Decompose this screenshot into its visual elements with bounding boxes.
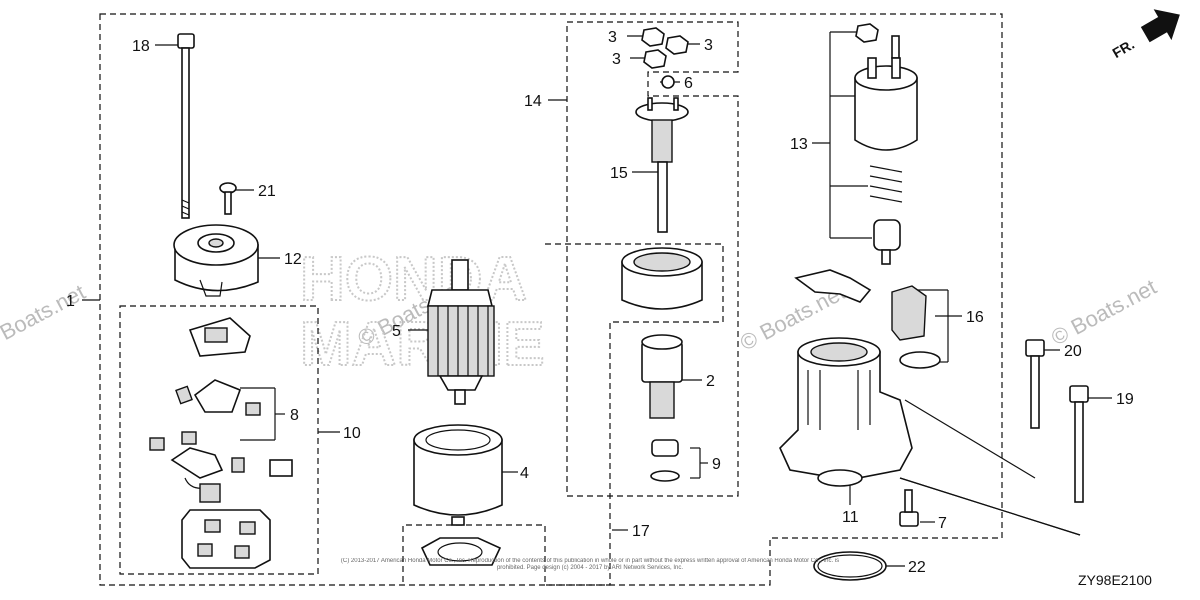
- callout-14: 14: [524, 93, 542, 110]
- callout-15: 15: [610, 165, 628, 182]
- watermark-brand-line2: MARINE: [300, 310, 545, 379]
- part-20-bolt: [1025, 339, 1045, 429]
- part-11-front-housing: [779, 337, 913, 487]
- callout-13: 13: [790, 136, 808, 153]
- part-12-rear-cover: [173, 224, 259, 297]
- leader-lines: [82, 31, 1112, 567]
- part-2-pinion-clutch: [641, 334, 683, 419]
- copyright-notice: (C) 2013-2017 American Honda Motor Co., …: [340, 558, 840, 571]
- front-direction-label: FR.: [1110, 36, 1138, 61]
- group-box-10: [119, 305, 319, 575]
- part-13-solenoid: [854, 23, 918, 265]
- watermark-right: © Boats.net: [1047, 274, 1161, 350]
- part-9-stopper-set: [650, 439, 680, 482]
- group-box-14: [566, 21, 739, 497]
- assembly-boundary: [99, 13, 1003, 586]
- callout-19: 19: [1116, 391, 1134, 408]
- callout-22: 22: [908, 559, 926, 576]
- part-22-o-ring: [813, 551, 887, 581]
- part-3-nuts: [641, 27, 689, 69]
- part-5-armature: [426, 259, 495, 405]
- part-10-brush-holder-assembly: [149, 317, 293, 569]
- diagram-code: ZY98E2100: [1078, 572, 1152, 588]
- part-18-through-bolt: [177, 33, 195, 219]
- part-17-gasket: [420, 537, 502, 566]
- callout-6: 6: [684, 75, 693, 92]
- callouts: 1 2 3 3 3 4 5 6 7 8 9 10 11 12 13 14 15 …: [66, 29, 1134, 576]
- callout-2: 2: [706, 373, 715, 390]
- callout-21: 21: [258, 183, 276, 200]
- part-17-internal-gear: [621, 247, 703, 310]
- part-6-small-ring: [661, 75, 675, 89]
- callout-5: 5: [392, 323, 401, 340]
- part-15-gear-shaft: [635, 97, 689, 233]
- watermark-brand-line1: HONDA: [300, 245, 527, 314]
- part-16-shift-lever: [794, 269, 941, 369]
- watermark-layer: © Boats.net © Boats.net © Boats.net © Bo…: [0, 244, 1161, 380]
- callout-7: 7: [938, 515, 947, 532]
- callout-11: 11: [842, 509, 859, 526]
- callout-3c: 3: [612, 51, 621, 68]
- part-21-screw: [219, 182, 237, 215]
- part-7-bolt: [899, 489, 919, 527]
- callout-8: 8: [290, 407, 299, 424]
- callout-10: 10: [343, 425, 361, 442]
- watermark-left: © Boats.net: [0, 279, 89, 355]
- part-19-bolt: [1069, 385, 1089, 503]
- front-direction-arrow: FR.: [1110, 9, 1180, 61]
- group-box-17: [402, 243, 724, 586]
- callout-18: 18: [132, 38, 150, 55]
- callout-12: 12: [284, 251, 302, 268]
- callout-9: 9: [712, 456, 721, 473]
- callout-17: 17: [632, 523, 650, 540]
- callout-3b: 3: [704, 37, 713, 54]
- callout-4: 4: [520, 465, 529, 482]
- callout-20: 20: [1064, 343, 1082, 360]
- part-4-yoke: [413, 424, 503, 526]
- callout-16: 16: [966, 309, 984, 326]
- callout-3a: 3: [608, 29, 617, 46]
- callout-1: 1: [66, 293, 75, 310]
- copyright-box: (C) 2013-2017 American Honda Motor Co., …: [340, 558, 840, 571]
